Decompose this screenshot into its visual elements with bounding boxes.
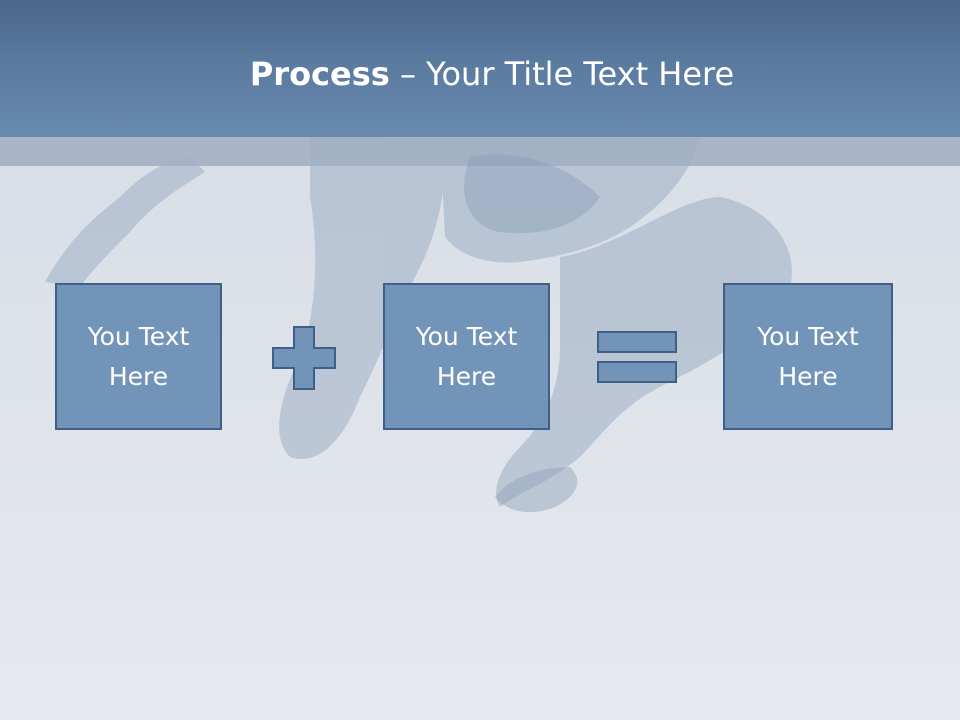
process-box-1-text: You Text Here [87,321,190,391]
title-bar [0,0,960,137]
process-box-2[interactable]: You Text Here [383,283,550,430]
plus-icon [272,326,336,390]
process-box-1[interactable]: You Text Here [55,283,222,430]
process-box-3-text: You Text Here [757,321,859,391]
process-box-2-text: You Text Here [415,321,518,391]
slide-title: Process – Your Title Text Here [0,52,960,96]
slide-title-rest: – Your Title Text Here [389,55,735,93]
process-box-3[interactable]: You Text Here [723,283,893,430]
equals-icon [597,331,677,383]
slide-title-bold: Process [249,55,390,93]
